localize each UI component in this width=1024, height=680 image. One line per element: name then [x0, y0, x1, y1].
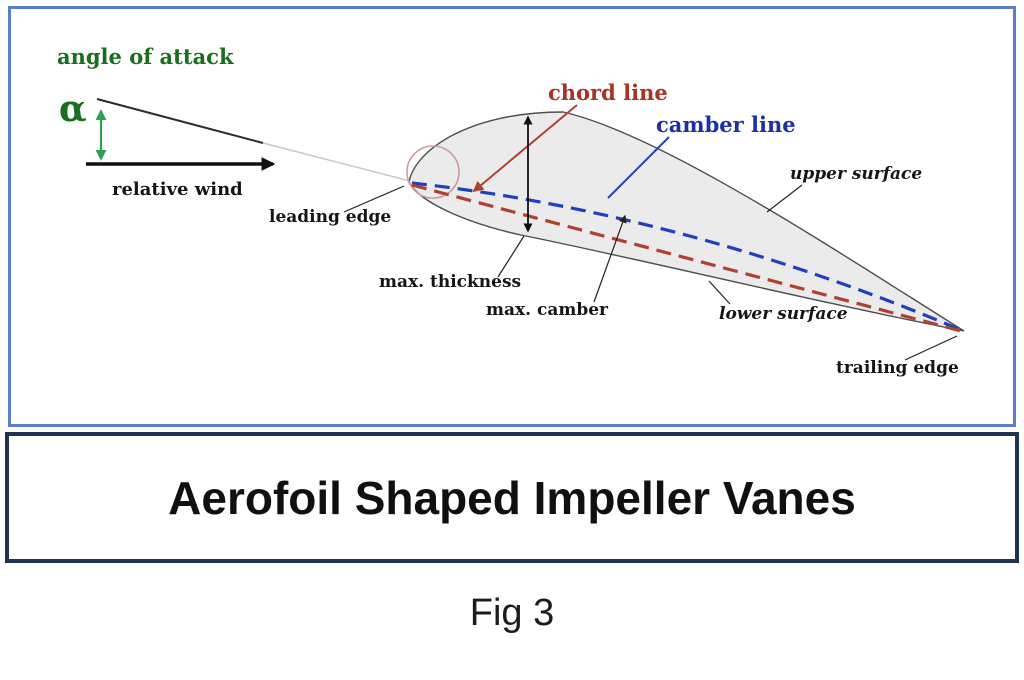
upper-surface-leader [766, 184, 803, 213]
label-angle-of-attack: angle of attack [57, 44, 234, 69]
lower-surface-leader [708, 280, 731, 305]
label-lower-surface: lower surface [719, 304, 848, 324]
chord-extension-line [96, 98, 264, 144]
label-leading-edge: leading edge [269, 207, 392, 227]
max-thickness-leader [497, 235, 525, 278]
figure-title: Aerofoil Shaped Impeller Vanes [168, 471, 856, 524]
leading-edge-circle [406, 145, 460, 199]
label-max-camber: max. camber [486, 300, 608, 320]
trailing-edge-leader [904, 335, 958, 361]
chord-line-dashed [411, 183, 962, 333]
label-max-thickness: max. thickness [379, 272, 522, 292]
label-trailing-edge: trailing edge [836, 358, 959, 378]
camber-line-pointer [607, 136, 670, 199]
chord-extension-line-faded [262, 142, 411, 182]
label-alpha: α [59, 88, 87, 130]
figure-caption: Fig 3 [469, 592, 555, 634]
label-upper-surface: upper surface [790, 164, 923, 184]
label-chord-line: chord line [548, 80, 668, 105]
label-camber-line: camber line [656, 112, 796, 137]
max-camber-leader [593, 214, 627, 303]
title-panel: Aerofoil Shaped Impeller Vanes [5, 432, 1019, 563]
label-relative-wind: relative wind [112, 179, 243, 200]
camber-line-dashed [411, 181, 962, 332]
leading-edge-leader [343, 185, 405, 213]
aerofoil-diagram-panel: angle of attack α relative wind leading … [8, 6, 1016, 427]
aerofoil-diagram [86, 98, 965, 361]
